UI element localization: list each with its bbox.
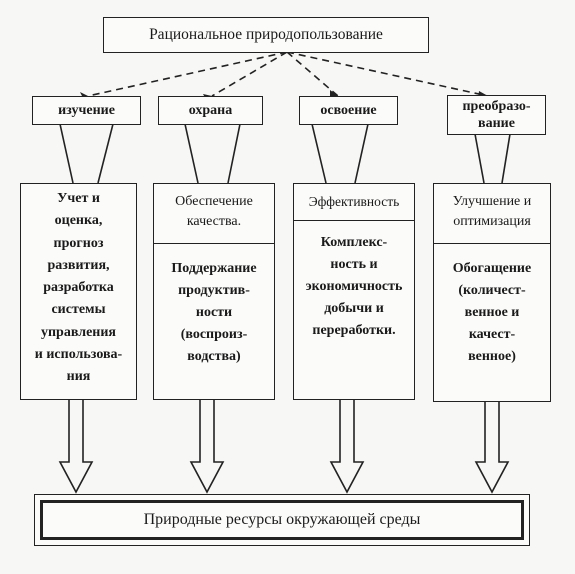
col2-bottom-line: (воспроиз-	[180, 327, 248, 342]
category-label: освоение	[320, 102, 377, 118]
col2-top-line: качества.	[186, 214, 242, 229]
col1-line: развития,	[47, 257, 110, 273]
dashed-arrow-3	[286, 51, 339, 97]
col3-bottom-line: ность и	[330, 257, 378, 272]
col4-box	[433, 183, 551, 402]
col2-top-text: Обеспечение качества.	[153, 192, 275, 232]
col4-bottom-line: Обогащение	[452, 261, 532, 276]
category-izuchenie: изучение	[32, 96, 141, 125]
col4-bottom-line: (количест-	[458, 283, 526, 298]
dashed-arrow-2	[211, 51, 288, 97]
col1-line: Учет и	[57, 191, 100, 206]
col3-bottom-line: переработки.	[312, 323, 396, 338]
col4-bottom-line: венное)	[468, 349, 516, 364]
funnel-2	[184, 123, 199, 184]
funnel-2b	[227, 123, 241, 184]
funnel-1	[59, 123, 74, 184]
block-arrow-1	[58, 400, 94, 494]
col2-bottom-line: Поддержание	[171, 261, 257, 276]
category-preobrazovanie: преобразо- вание	[447, 95, 546, 135]
col4-bottom-line: венное и	[464, 305, 520, 320]
col4-top-line: Улучшение и	[452, 194, 532, 209]
col2-divider	[153, 243, 275, 244]
col1-line: и использова-	[34, 347, 123, 363]
title-text: Рациональное природопользование	[149, 26, 383, 43]
col1-line: разработка	[43, 280, 114, 296]
block-arrow-3	[329, 400, 365, 494]
col3-top-text: Эффективность	[308, 194, 400, 209]
col1-line: прогноз	[53, 235, 104, 251]
col2-bottom-text: Поддержание продуктив- ности (воспроиз- …	[153, 258, 275, 368]
funnel-3	[311, 123, 327, 184]
col1-box	[20, 183, 137, 400]
col2-box	[153, 183, 275, 400]
col1-line: системы	[51, 302, 106, 318]
col3-box	[293, 183, 415, 400]
category-label: охрана	[188, 102, 233, 118]
col3-bottom-line: добычи и	[324, 301, 384, 316]
dashed-arrow-4	[286, 51, 489, 97]
col1-line: управления	[40, 324, 116, 340]
funnel-4b	[501, 133, 511, 184]
col2-top-line: Обеспечение	[175, 194, 253, 209]
col2-bottom-line: ности	[195, 305, 233, 320]
title-box: Рациональное природопользование	[103, 17, 429, 53]
col3-bottom-text: Комплекс- ность и экономичность добычи и…	[293, 232, 415, 342]
col4-bottom-text: Обогащение (количест- венное и качест- в…	[433, 258, 551, 368]
category-osvoenie: освоение	[299, 96, 398, 125]
col2-bottom-line: водства)	[187, 349, 241, 364]
block-arrow-2	[189, 400, 225, 494]
category-okhrana: охрана	[158, 96, 263, 125]
col4-top-text: Улучшение и оптимизация	[433, 192, 551, 232]
funnel-3b	[354, 123, 369, 184]
dashed-arrow-1	[87, 51, 288, 97]
col2-bottom-line: продуктив-	[178, 283, 250, 298]
category-label-line: преобразо-	[462, 99, 531, 114]
category-label: изучение	[58, 102, 115, 118]
category-label-line: вание	[478, 116, 515, 131]
col4-divider	[433, 243, 551, 244]
col3-bottom-line: экономичность	[305, 279, 403, 294]
col1-line: ния	[66, 369, 91, 385]
col4-bottom-line: качест-	[468, 327, 516, 342]
footer-text: Природные ресурсы окружающей среды	[143, 511, 421, 528]
col3-bottom-line: Комплекс-	[320, 235, 388, 250]
block-arrow-4	[474, 402, 510, 494]
funnel-4	[474, 133, 485, 184]
col1-line: оценка,	[54, 213, 103, 229]
col1-text: Учет и оценка, прогноз развития, разрабо…	[20, 188, 137, 389]
footer-inner-box: Природные ресурсы окружающей среды	[40, 500, 524, 540]
col4-top-line: оптимизация	[453, 214, 531, 229]
funnel-1b	[97, 123, 114, 184]
col3-divider	[293, 220, 415, 221]
